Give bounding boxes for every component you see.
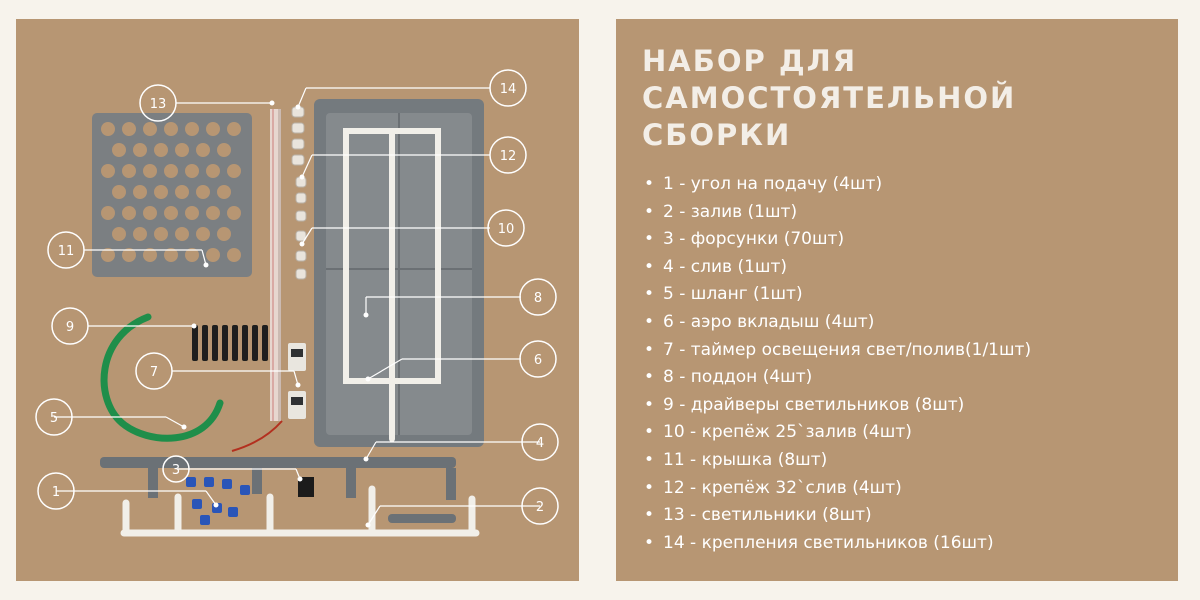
callout-badge-13: 13	[139, 84, 177, 122]
small-bag	[298, 477, 314, 497]
pipe-frame	[343, 128, 441, 442]
info-panel: НАБОР ДЛЯ САМОСТОЯТЕЛЬНОЙ СБОРКИ 1 - уго…	[616, 19, 1178, 581]
list-item: 9 - драйверы светильников (8шт)	[644, 392, 1031, 420]
list-item: 5 - шланг (1шт)	[644, 281, 1031, 309]
fill-pipe	[120, 485, 480, 537]
clips-column	[291, 106, 307, 280]
list-item: 4 - слив (1шт)	[644, 254, 1031, 282]
timers	[288, 343, 306, 419]
callout-badge-11: 11	[47, 231, 85, 269]
svg-text:14: 14	[500, 82, 517, 97]
svg-text:9: 9	[66, 320, 74, 335]
title-line-3: СБОРКИ	[642, 118, 792, 152]
list-item: 1 - угол на подачу (4шт)	[644, 171, 1031, 199]
tray	[314, 99, 484, 447]
callout-badge-7: 7	[135, 352, 173, 390]
callout-badge-9: 9	[51, 307, 89, 345]
red-wire	[231, 420, 283, 452]
page-title: НАБОР ДЛЯ САМОСТОЯТЕЛЬНОЙ СБОРКИ	[642, 43, 1016, 154]
svg-text:10: 10	[498, 222, 515, 237]
product-photo: 1 2 3 4 5 6 7 8	[16, 19, 579, 581]
kit-illustration: 1 2 3 4 5 6 7 8	[35, 69, 559, 537]
drivers	[192, 325, 268, 361]
list-item: 8 - поддон (4шт)	[644, 364, 1031, 392]
svg-text:12: 12	[500, 149, 517, 164]
list-item: 13 - светильники (8шт)	[644, 502, 1031, 530]
svg-text:1: 1	[52, 485, 60, 500]
list-item: 2 - залив (1шт)	[644, 199, 1031, 227]
light-strip	[270, 109, 281, 421]
callout-badge-2: 2	[521, 487, 559, 525]
title-line-2: САМОСТОЯТЕЛЬНОЙ	[642, 81, 1017, 115]
callout-badge-1: 1	[37, 472, 75, 510]
list-item: 3 - форсунки (70шт)	[644, 226, 1031, 254]
callout-badge-4: 4	[521, 423, 559, 461]
parts-list: 1 - угол на подачу (4шт) 2 - залив (1шт)…	[644, 171, 1031, 557]
callout-badge-14: 14	[489, 69, 527, 107]
nozzles	[186, 477, 250, 525]
callout-badge-6: 6	[519, 340, 557, 378]
svg-text:4: 4	[536, 436, 544, 451]
title-line-1: НАБОР ДЛЯ	[642, 44, 858, 78]
svg-text:13: 13	[150, 97, 167, 112]
cover-plate	[92, 113, 252, 277]
svg-text:2: 2	[536, 500, 544, 515]
list-item: 11 - крышка (8шт)	[644, 447, 1031, 475]
callout-badge-3: 3	[162, 455, 190, 483]
callout-badge-12: 12	[489, 136, 527, 174]
svg-text:7: 7	[150, 365, 158, 380]
svg-text:11: 11	[58, 244, 75, 259]
svg-text:6: 6	[534, 353, 542, 368]
list-item: 7 - таймер освещения свет/полив(1/1шт)	[644, 337, 1031, 365]
callout-badge-10: 10	[487, 209, 525, 247]
callout-badge-8: 8	[519, 278, 557, 316]
svg-text:5: 5	[50, 411, 58, 426]
hose	[100, 313, 224, 442]
svg-text:3: 3	[172, 463, 180, 478]
list-item: 12 - крепёж 32`слив (4шт)	[644, 475, 1031, 503]
callout-lines	[54, 87, 540, 526]
callout-badge-5: 5	[35, 398, 73, 436]
list-item: 6 - аэро вкладыш (4шт)	[644, 309, 1031, 337]
list-item: 10 - крепёж 25`залив (4шт)	[644, 419, 1031, 447]
drain-pipe	[100, 457, 456, 523]
svg-text:8: 8	[534, 291, 542, 306]
list-item: 14 - крепления светильников (16шт)	[644, 530, 1031, 558]
